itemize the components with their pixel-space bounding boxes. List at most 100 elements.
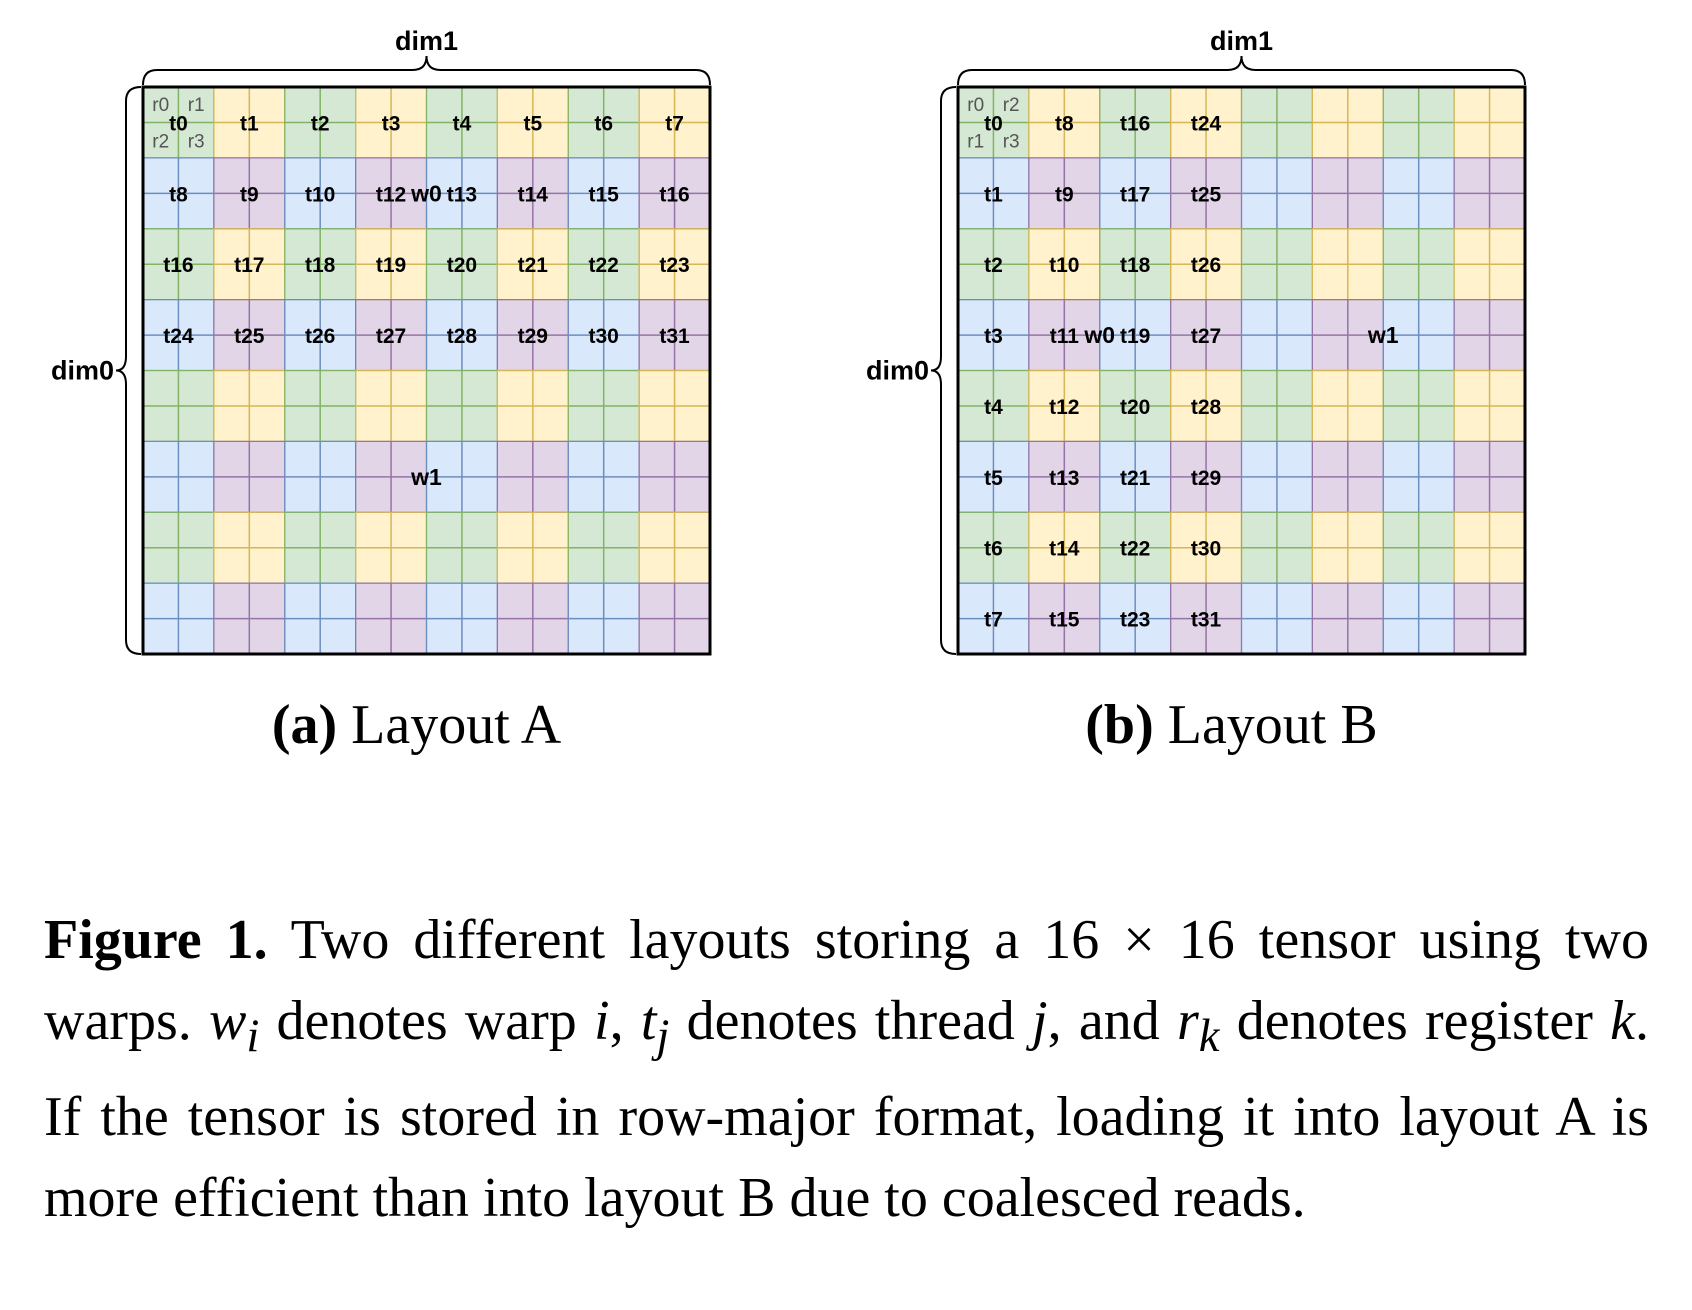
- thread-label: t16: [1120, 112, 1150, 135]
- caption-t-symbol: t: [640, 990, 657, 1052]
- thread-label: t7: [665, 112, 684, 135]
- thread-label: t30: [589, 325, 619, 348]
- thread-label: t16: [659, 183, 689, 206]
- thread-label: t15: [589, 183, 620, 206]
- thread-label: t10: [305, 183, 335, 206]
- caption-text-7: . If the tensor is stored in row-major f…: [44, 990, 1649, 1230]
- thread-label: t25: [234, 325, 265, 348]
- dim0-brace: [115, 86, 142, 655]
- thread-label: t3: [382, 112, 401, 135]
- thread-label: t6: [984, 538, 1003, 561]
- dim0-label: dim0: [866, 356, 929, 386]
- thread-label: t21: [518, 254, 549, 277]
- register-label: r3: [188, 131, 205, 152]
- thread-label: t20: [447, 254, 477, 277]
- dim0-label: dim0: [51, 356, 114, 386]
- thread-label: t3: [984, 325, 1003, 348]
- thread-label: t10: [1049, 254, 1079, 277]
- register-label: r1: [188, 95, 205, 116]
- caption-j-symbol: j: [1032, 990, 1048, 1052]
- thread-label: t8: [1055, 112, 1074, 135]
- thread-label: t8: [169, 183, 188, 206]
- thread-label: t1: [984, 183, 1003, 206]
- register-label: r0: [152, 95, 169, 116]
- thread-label: t15: [1049, 609, 1080, 632]
- warp-label: w1: [1367, 322, 1399, 348]
- thread-label: t28: [1191, 396, 1222, 419]
- caption-text-4: denotes thread: [669, 990, 1033, 1052]
- caption-r-symbol: r: [1176, 990, 1199, 1052]
- subcaption: (a) Layout A: [272, 694, 562, 756]
- dim1-brace: [142, 55, 711, 86]
- thread-label: t22: [589, 254, 619, 277]
- thread-label: t16: [163, 254, 193, 277]
- dim1-label: dim1: [1210, 26, 1273, 56]
- thread-label: t21: [1120, 467, 1151, 490]
- thread-label: t27: [376, 325, 406, 348]
- subcaption-label: (b): [1085, 694, 1153, 756]
- dim1-label: dim1: [395, 26, 458, 56]
- thread-label: t7: [984, 609, 1003, 632]
- thread-label: t0: [169, 112, 188, 135]
- thread-label: t22: [1120, 538, 1150, 561]
- thread-label: t23: [1120, 609, 1150, 632]
- register-label: r0: [967, 95, 984, 116]
- warp-label: w1: [410, 464, 442, 490]
- subcaption-title: Layout A: [337, 694, 562, 756]
- thread-label: t14: [518, 183, 549, 206]
- thread-label: t9: [1055, 183, 1074, 206]
- caption-text-6: denotes register: [1219, 990, 1611, 1052]
- caption-r-subscript: k: [1198, 1010, 1220, 1063]
- register-label: r3: [1003, 131, 1020, 152]
- thread-label: t24: [163, 325, 194, 348]
- thread-label: t20: [1120, 396, 1150, 419]
- caption-text-3: ,: [609, 990, 641, 1052]
- thread-label: t0: [984, 112, 1003, 135]
- thread-label: t28: [447, 325, 478, 348]
- subcaption-label: (a): [272, 694, 337, 756]
- thread-label: t23: [659, 254, 689, 277]
- thread-label: t12: [1049, 396, 1079, 419]
- register-label: r2: [1003, 95, 1020, 116]
- thread-label: t26: [1191, 254, 1221, 277]
- thread-label: t2: [311, 112, 330, 135]
- register-label: r2: [152, 131, 169, 152]
- thread-label: t18: [1120, 254, 1151, 277]
- thread-label: t12: [376, 183, 406, 206]
- thread-label: t5: [984, 467, 1003, 490]
- thread-label: t2: [984, 254, 1003, 277]
- thread-label: t17: [1120, 183, 1150, 206]
- warp-label: w0: [410, 180, 442, 206]
- thread-label: t6: [594, 112, 613, 135]
- thread-label: t29: [1191, 467, 1221, 490]
- thread-label: t26: [305, 325, 335, 348]
- figure-label: Figure 1.: [44, 909, 268, 971]
- thread-label: t19: [1120, 325, 1150, 348]
- caption-text-2: denotes warp: [259, 990, 595, 1052]
- register-label: r1: [967, 131, 984, 152]
- thread-label: t31: [659, 325, 690, 348]
- thread-label: t4: [453, 112, 472, 135]
- caption-w-subscript: i: [246, 1010, 260, 1063]
- caption-k-symbol: k: [1610, 990, 1635, 1052]
- thread-label: t19: [376, 254, 406, 277]
- subcaption-title: Layout B: [1154, 694, 1378, 756]
- tensor-border: [141, 85, 712, 656]
- caption-t-subscript: j: [656, 1010, 670, 1063]
- dim0-brace: [930, 86, 957, 655]
- thread-label: t13: [447, 183, 477, 206]
- thread-label: t18: [305, 254, 336, 277]
- tensor-border: [956, 85, 1527, 656]
- caption-text-5: , and: [1047, 990, 1177, 1052]
- thread-label: t11: [1050, 325, 1080, 348]
- figure-caption: Figure 1. Two different layouts storing …: [44, 900, 1649, 1239]
- caption-w-symbol: w: [208, 990, 247, 1052]
- thread-label: t24: [1191, 112, 1222, 135]
- thread-label: t30: [1191, 538, 1221, 561]
- thread-label: t14: [1049, 538, 1080, 561]
- warp-label: w0: [1083, 322, 1115, 348]
- thread-label: t4: [984, 396, 1003, 419]
